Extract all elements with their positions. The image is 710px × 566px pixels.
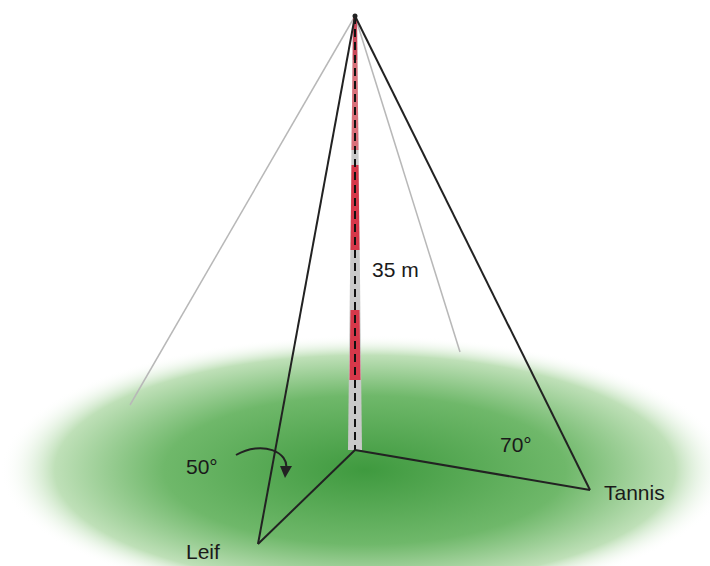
point-label: Leif [186, 540, 220, 563]
guy-wire [355, 16, 460, 352]
angle-label: 50° [186, 455, 218, 478]
tower-top [353, 14, 358, 19]
arrowhead [280, 466, 292, 478]
triangles [258, 16, 590, 544]
dimension-label: 35 m [372, 258, 419, 281]
tower [348, 16, 362, 450]
angle-arrow [236, 448, 286, 470]
angle-label: 70° [500, 433, 532, 456]
guy-wire [130, 16, 355, 405]
point-label: Tannis [604, 481, 665, 504]
